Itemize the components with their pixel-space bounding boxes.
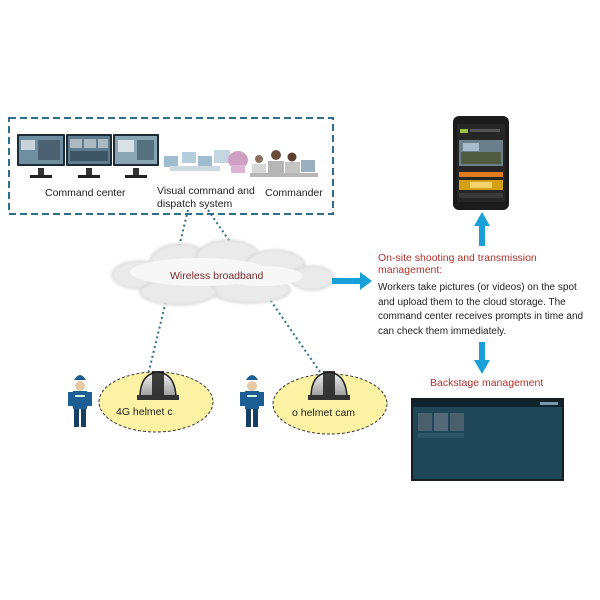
commander-people-icon: [250, 150, 318, 177]
worker-icon: [240, 375, 264, 427]
helmet-label-left: 4G helmet c: [116, 406, 173, 418]
worker-icon: [68, 375, 92, 427]
cloud-highlight: [130, 258, 302, 286]
visual-command-system-icon: [164, 150, 248, 173]
arrow-down-icon: [474, 342, 490, 374]
visual-command-label: Visual command and dispatch system: [157, 185, 255, 210]
command-center-label: Command center: [45, 187, 126, 199]
helmet-ellipse-right: [272, 373, 388, 435]
link-line-left: [147, 209, 189, 376]
command-center-monitors-icon: [17, 134, 159, 178]
backstage-monitor-icon: [411, 398, 564, 481]
commander-label: Commander: [265, 187, 323, 199]
helmet-ellipse-left: [98, 371, 214, 433]
helmet-label-right: o helmet cam: [292, 407, 356, 419]
phone-device-icon: [453, 116, 509, 210]
wireless-broadband-label: Wireless broadband: [170, 270, 264, 282]
helmet-camera-icon: [308, 371, 350, 400]
onsite-description: Workers take pictures (or videos) on the…: [378, 282, 584, 337]
arrow-right-icon: [332, 272, 372, 290]
arrow-up-icon: [474, 212, 490, 246]
command-panel-border: [8, 117, 334, 215]
onsite-title: On-site shooting and transmission manage…: [378, 252, 537, 276]
backstage-title: Backstage management: [430, 377, 544, 389]
helmet-camera-icon: [137, 371, 179, 400]
